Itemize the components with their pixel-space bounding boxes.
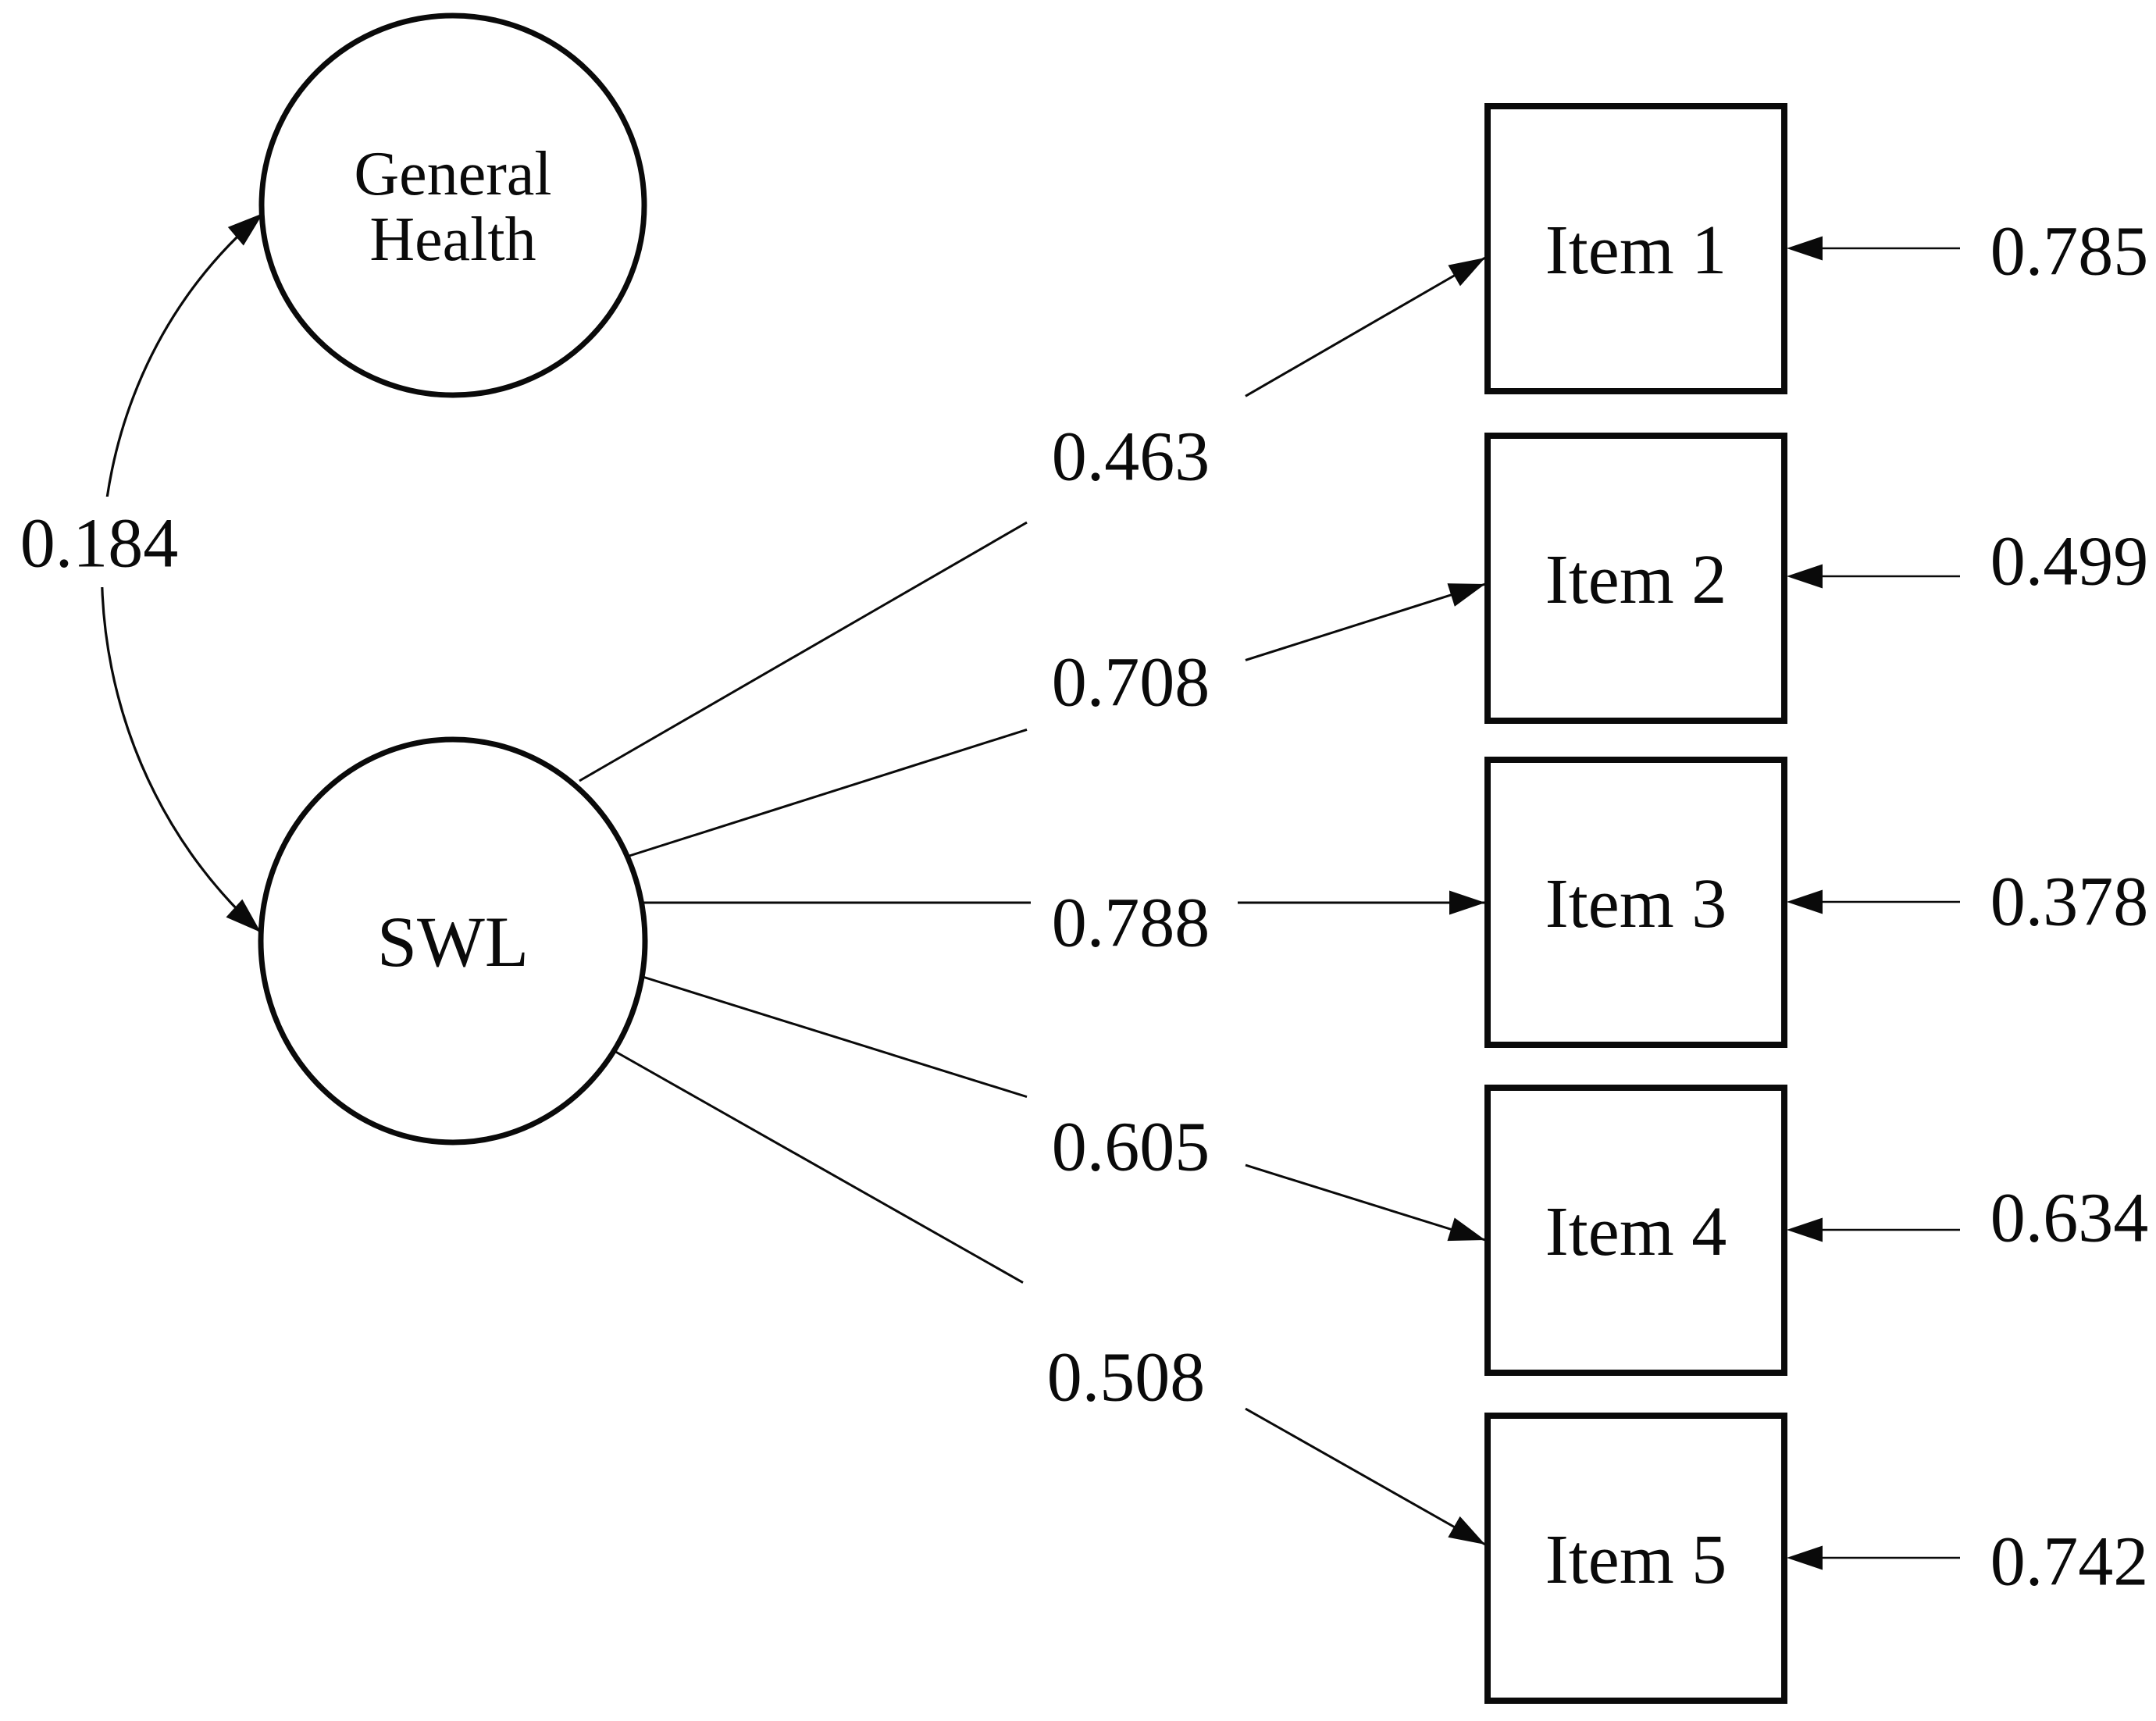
observed-item-5-box [1484,1413,1787,1704]
error-value-item-1: 0.785 [1990,213,2149,290]
covariance-value: 0.184 [20,505,179,583]
loading-path-item-5 [1245,1407,1486,1546]
loading-path-item-2 [1245,583,1486,661]
covariance-label-background [7,497,191,587]
loading-path-item-4 [640,975,1028,1099]
loading-arrowhead-icon [1449,890,1485,915]
covariance-arrowhead-icon [226,899,261,932]
observed-item-1-label: Item 1 [1545,212,1727,289]
loading-arrowhead-icon [1447,583,1485,607]
observed-item-4-label: Item 4 [1545,1193,1727,1270]
loading-value-item-3: 0.788 [1052,885,1210,962]
loading-arrowhead-icon [1448,1516,1485,1545]
latent-general-health-label: Health [369,205,536,274]
loading-value-item-5: 0.508 [1047,1339,1206,1416]
loading-value-item-4: 0.605 [1052,1109,1210,1186]
latent-general-health-circle [258,12,647,398]
observed-item-2-box [1484,433,1787,724]
loading-path-item-5 [612,1049,1024,1284]
observed-item-3-box [1484,757,1787,1048]
observed-item-4-box [1484,1085,1787,1376]
observed-item-1-box [1484,103,1787,394]
loading-path-item-2 [629,728,1028,857]
error-arrowhead-icon [1787,889,1823,914]
loading-value-item-2: 0.708 [1052,644,1210,722]
loading-path-item-1 [579,521,1028,782]
error-value-item-5: 0.742 [1990,1523,2149,1601]
loading-value-item-1: 0.463 [1052,419,1210,496]
error-arrowhead-icon [1787,1545,1823,1570]
error-value-item-3: 0.378 [1990,864,2149,941]
covariance-arrowhead-icon [227,213,263,246]
observed-item-3-label: Item 3 [1545,865,1727,942]
observed-item-5-label: Item 5 [1545,1521,1727,1598]
error-value-item-4: 0.634 [1990,1180,2149,1257]
latent-swl-circle [258,736,648,1146]
error-arrowhead-icon [1787,1217,1823,1242]
error-arrowhead-icon [1787,564,1823,589]
loading-arrowhead-icon [1447,1217,1485,1242]
latent-swl-label: SWL [377,902,529,982]
error-value-item-2: 0.499 [1990,523,2149,600]
observed-item-2-label: Item 2 [1545,541,1727,618]
loading-path-item-1 [1245,256,1486,397]
error-arrowhead-icon [1787,236,1823,261]
loading-path-item-4 [1245,1163,1486,1242]
loading-arrowhead-icon [1448,258,1485,287]
latent-general-health-label: General [354,140,551,208]
